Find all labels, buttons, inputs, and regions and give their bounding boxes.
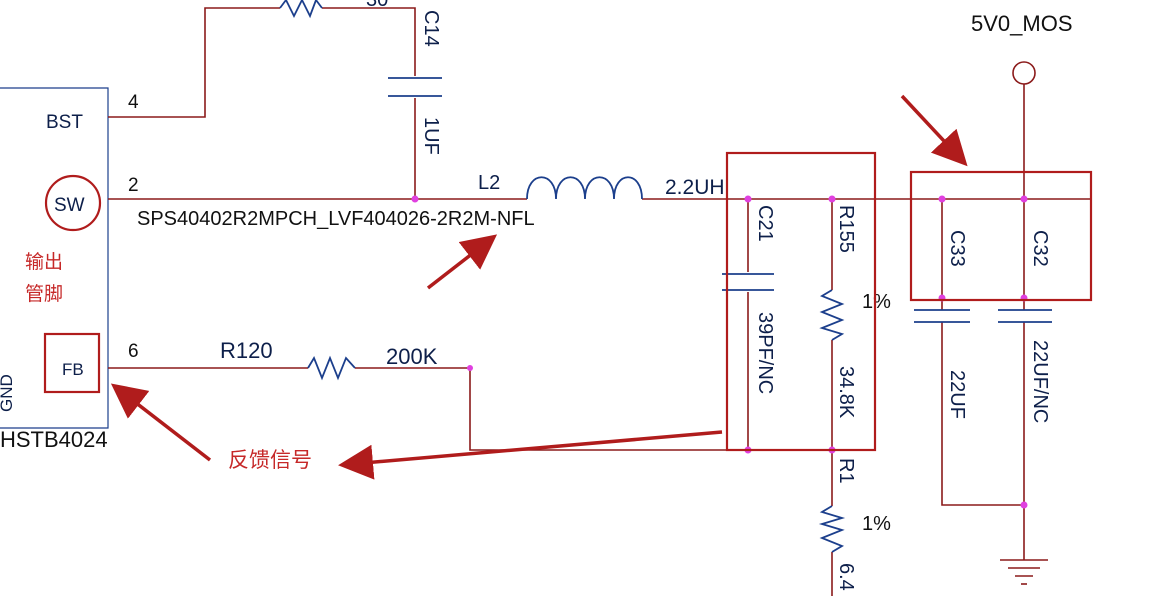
arrow-to-output-caps bbox=[900, 94, 968, 167]
c21-capacitor bbox=[722, 273, 774, 291]
top-resistor-value: 30 bbox=[366, 0, 388, 11]
ic-pin-fb-label: FB bbox=[62, 360, 84, 379]
r1-tolerance: 1% bbox=[862, 513, 891, 535]
c33-ref-label: C33 bbox=[946, 230, 968, 267]
r120-value-label: 200K bbox=[386, 344, 438, 369]
output-pin-label-line2: 管脚 bbox=[25, 283, 63, 305]
c14-ref-label: C14 bbox=[420, 10, 442, 47]
l2-value-label: 2.2UH bbox=[665, 176, 725, 199]
ic-part-number: HSTB4024 bbox=[0, 427, 108, 452]
r1-ref-label: R1 bbox=[835, 458, 857, 484]
arrow-to-fb-pin bbox=[110, 383, 212, 462]
c33-value-label: 22UF bbox=[946, 370, 968, 419]
junction-dots bbox=[411, 195, 1028, 509]
l2-inductor-symbol bbox=[526, 176, 643, 200]
output-capacitor-highlight-box bbox=[909, 170, 1093, 302]
r155-ref-label: R155 bbox=[835, 205, 857, 253]
ic-pin-gnd-label: GND bbox=[0, 374, 16, 412]
c21-value-label: 39PF/NC bbox=[754, 312, 776, 394]
c33-capacitor bbox=[914, 309, 970, 323]
output-pin-label-line1: 输出 bbox=[25, 251, 63, 273]
r155-value-label: 34.8K bbox=[835, 366, 857, 419]
arrow-to-inductor bbox=[426, 234, 498, 290]
pin-number-fb: 6 bbox=[128, 341, 139, 362]
c32-ref-label: C32 bbox=[1029, 230, 1051, 267]
fb-pin-highlight-box bbox=[43, 332, 101, 394]
c14-value-label: 1UF bbox=[420, 117, 442, 155]
r155-resistor-symbol bbox=[819, 289, 845, 341]
c21-ref-label: C21 bbox=[754, 205, 776, 242]
net-label-5v0-mos: 5V0_MOS bbox=[971, 11, 1073, 36]
r1-resistor-symbol bbox=[818, 505, 846, 553]
arrow-feedback-signal bbox=[338, 430, 723, 480]
c32-value-label: 22UF/NC bbox=[1029, 340, 1051, 423]
wires bbox=[108, 7, 1090, 596]
ground-icon bbox=[1000, 559, 1048, 585]
ic-pin-bst-label: BST bbox=[46, 112, 83, 133]
r1-value-label: 6.4 bbox=[835, 563, 857, 591]
l2-ref-label: L2 bbox=[478, 172, 500, 194]
ic-pin-sw-label: SW bbox=[54, 195, 85, 216]
c14-capacitor bbox=[388, 77, 442, 97]
l2-part-number: SPS40402R2MPCH_LVF404026-2R2M-NFL bbox=[137, 208, 535, 230]
pin-number-bst: 4 bbox=[128, 92, 139, 113]
r120-ref-label: R120 bbox=[220, 338, 273, 363]
top-resistor-symbol bbox=[279, 0, 323, 19]
sw-pin-highlight-circle bbox=[44, 174, 102, 232]
r155-tolerance: 1% bbox=[862, 291, 891, 313]
feedback-divider-highlight-box bbox=[725, 151, 877, 452]
feedback-signal-annotation: 反馈信号 bbox=[228, 448, 312, 472]
c32-capacitor bbox=[998, 309, 1052, 323]
ic-hstb4024: BST SW FB GND 输出 管脚 HSTB4024 bbox=[0, 87, 109, 452]
pin-number-sw: 2 bbox=[128, 175, 139, 196]
power-port-icon bbox=[1012, 61, 1036, 85]
r120-resistor-symbol bbox=[307, 355, 356, 381]
